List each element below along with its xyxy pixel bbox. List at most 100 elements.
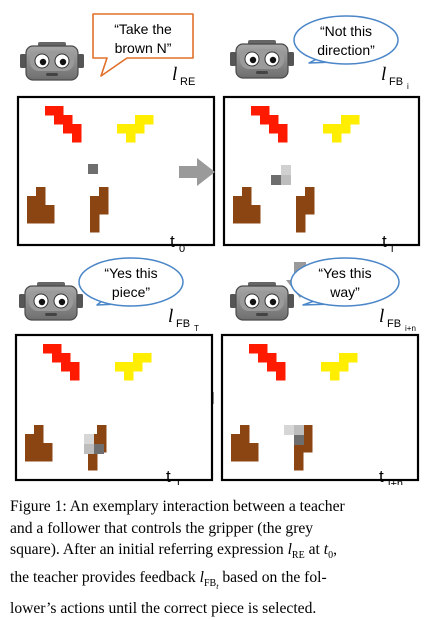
piece-cell <box>251 205 261 215</box>
robot-pupil-right <box>269 56 277 64</box>
piece-cell <box>135 115 145 125</box>
piece-cell <box>90 223 100 233</box>
robot-pupil-right <box>269 298 277 306</box>
piece-cell <box>278 124 288 134</box>
robot-ear-right <box>78 54 84 68</box>
piece-cell <box>63 124 73 134</box>
time-subscript: T <box>175 478 182 485</box>
piece-cell <box>124 371 134 381</box>
robot-mouth <box>256 313 268 316</box>
utterance-subscript: RE <box>180 76 195 88</box>
speech-bubble-outline <box>78 257 184 307</box>
utterance-subsubscript: T <box>194 324 199 333</box>
gripper-square <box>294 425 304 435</box>
piece-cell <box>70 371 80 381</box>
red-piece <box>43 344 80 381</box>
piece-cell <box>133 353 143 363</box>
piece-cell <box>305 187 315 197</box>
brown-n-piece <box>296 187 315 233</box>
piece-cell <box>276 362 286 372</box>
piece-cell <box>278 133 288 143</box>
piece-cell <box>27 214 37 224</box>
arrow-shape <box>179 158 215 186</box>
utterance-symbol: l <box>168 306 173 327</box>
yellow-piece <box>115 353 152 381</box>
piece-cell <box>27 205 37 215</box>
time-symbol: t <box>382 232 387 251</box>
robot-pupil-left <box>249 298 257 306</box>
piece-cell <box>52 344 62 354</box>
piece-cell <box>303 425 313 435</box>
piece-cell <box>72 133 82 143</box>
piece-cell <box>45 205 55 215</box>
utterance-symbol: l <box>381 64 386 85</box>
robot-ear-right <box>288 294 294 308</box>
piece-cell <box>36 187 46 197</box>
board-tT <box>14 333 214 482</box>
caption-line-1: Figure 1: An exemplary interaction betwe… <box>10 498 345 515</box>
piece-cell <box>25 443 35 453</box>
red-piece <box>45 106 82 143</box>
speech-text-line: piece” <box>112 284 150 300</box>
robot-ear-left <box>230 294 236 308</box>
piece-cell <box>99 187 109 197</box>
brown-piece-left <box>25 425 53 462</box>
piece-cell <box>242 214 252 224</box>
robot-pupil-right <box>58 298 66 306</box>
piece-cell <box>52 353 62 363</box>
piece-cell <box>54 115 64 125</box>
utterance-symbol: l <box>379 306 384 327</box>
robot-icon-ti <box>230 40 294 79</box>
piece-cell <box>36 196 46 206</box>
piece-cell <box>97 425 107 435</box>
robot-ear-right <box>288 52 294 66</box>
piece-cell <box>142 353 152 363</box>
robot-mouth <box>45 313 57 316</box>
speech-bubble-outline <box>92 13 194 77</box>
piece-cell <box>90 214 100 224</box>
piece-cell <box>133 362 143 372</box>
speech-text-line: way” <box>329 284 360 300</box>
piece-cell <box>25 434 35 444</box>
piece-cell <box>34 452 44 462</box>
piece-cell <box>34 443 44 453</box>
piece-cell <box>269 115 279 125</box>
piece-cell <box>231 452 241 462</box>
piece-cell <box>332 133 342 143</box>
piece-cell <box>45 106 55 116</box>
piece-cell <box>231 443 241 453</box>
piece-cell <box>332 124 342 134</box>
piece-cell <box>240 443 250 453</box>
time-symbol: t <box>170 232 175 251</box>
piece-cell <box>294 461 304 471</box>
caption-line-2: and a follower that controls the gripper… <box>10 519 314 537</box>
speech-text-line: brown N” <box>115 40 172 56</box>
piece-cell <box>303 443 313 453</box>
piece-cell <box>350 115 360 125</box>
piece-cell <box>258 353 268 363</box>
piece-cell <box>249 443 259 453</box>
piece-cell <box>249 452 259 462</box>
piece-cell <box>321 362 331 372</box>
piece-cell <box>126 124 136 134</box>
piece-cell <box>88 461 98 471</box>
gripper-square <box>84 434 94 444</box>
robot-mouth <box>46 73 58 76</box>
piece-cell <box>242 187 252 197</box>
board-t0 <box>16 95 216 247</box>
piece-cell <box>330 362 340 372</box>
piece-cell <box>144 115 154 125</box>
piece-cell <box>267 353 277 363</box>
gripper-square <box>271 175 281 185</box>
yellow-piece <box>323 115 360 143</box>
piece-cell <box>233 205 243 215</box>
yellow-piece <box>117 115 154 143</box>
piece-cell <box>34 425 44 435</box>
piece-cell <box>90 196 100 206</box>
speech-bubble-outline <box>293 15 399 65</box>
